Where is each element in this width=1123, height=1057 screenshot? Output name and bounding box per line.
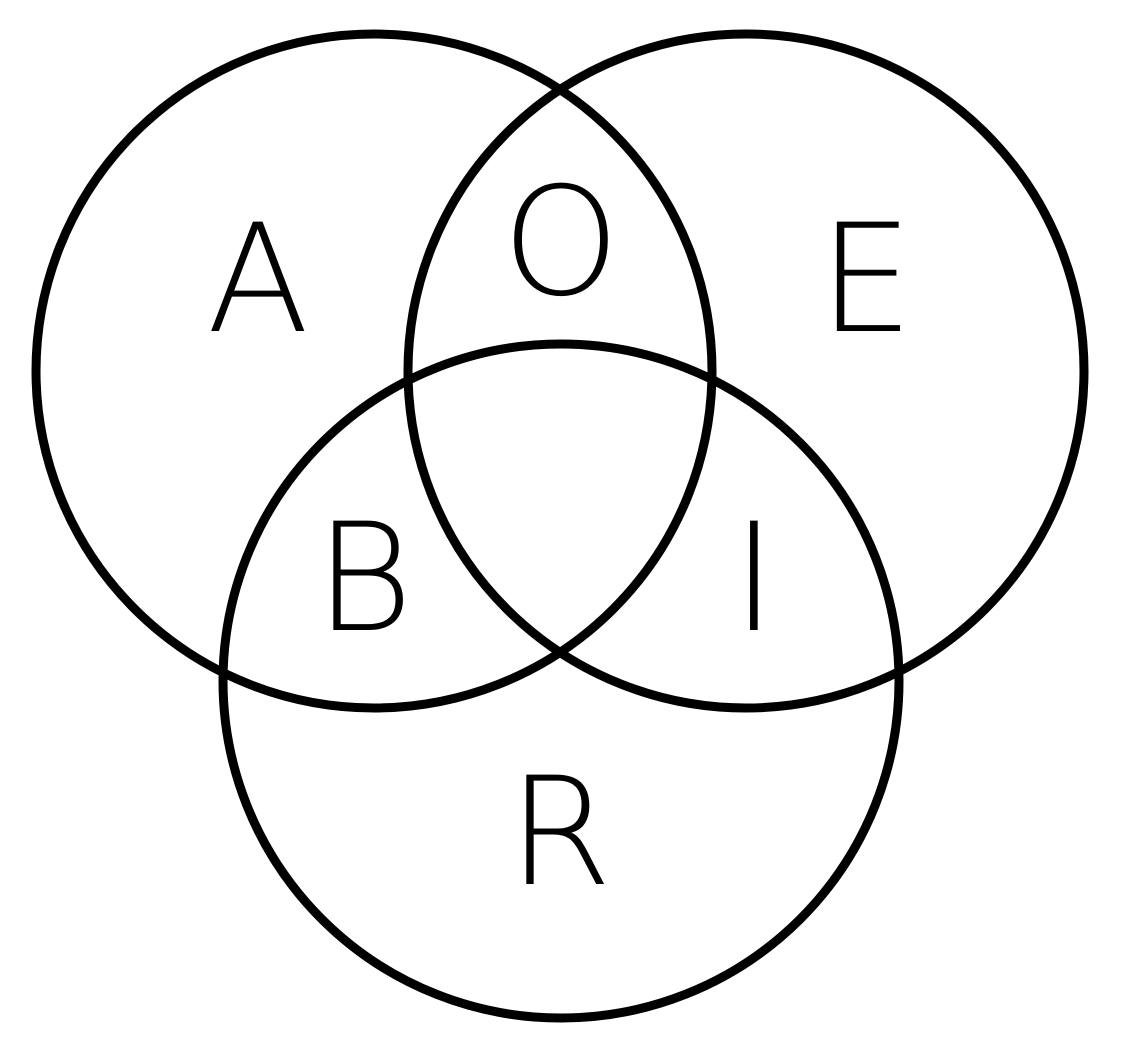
circle-top-left: [31, 29, 717, 713]
label-top-right-only: E: [819, 193, 914, 367]
circle-bottom: [218, 339, 904, 1023]
label-top-left-only: A: [207, 193, 310, 367]
label-left-overlap: B: [315, 492, 413, 666]
label-top-overlap: O: [502, 156, 620, 330]
label-right-overlap: I: [732, 492, 776, 666]
label-bottom-only: R: [508, 746, 612, 920]
circle-top-right: [403, 29, 1089, 713]
